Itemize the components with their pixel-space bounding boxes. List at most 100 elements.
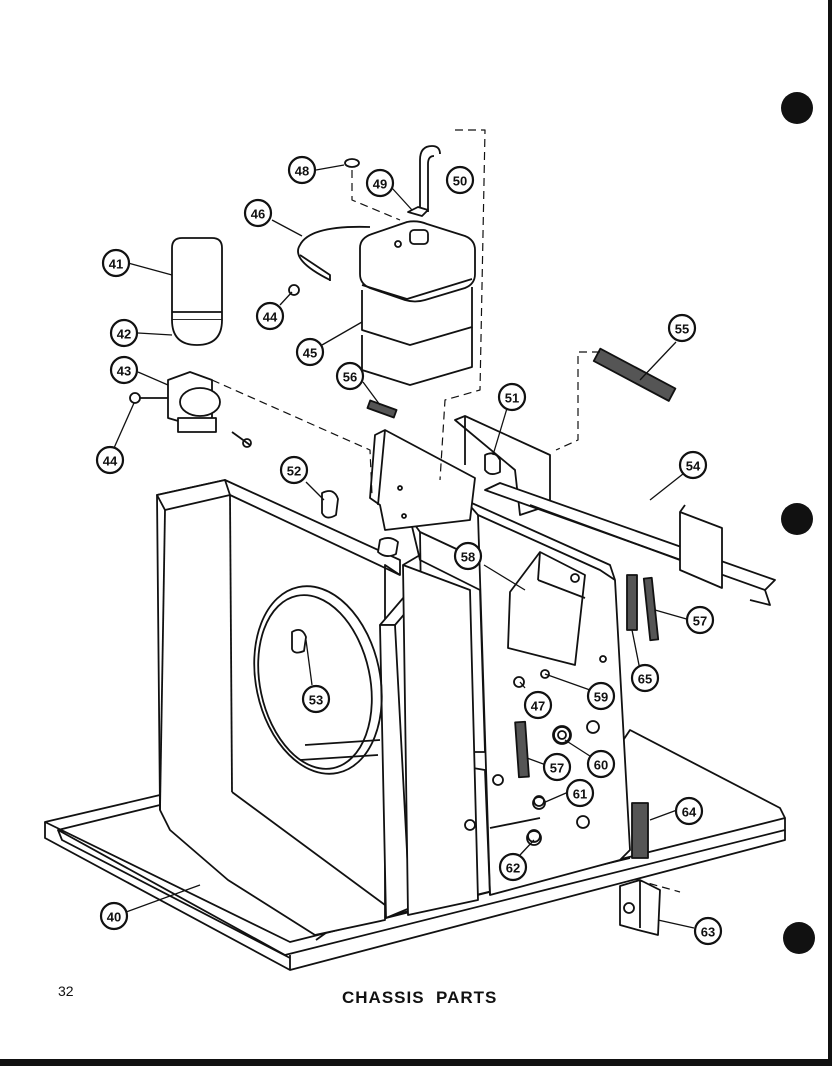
callout-58-bubble	[453, 541, 483, 571]
callout-41-label: 41	[109, 257, 123, 272]
filter-56	[366, 399, 398, 419]
nut-61	[532, 796, 546, 810]
rear-rail	[454, 415, 776, 606]
callout-48-label: 48	[295, 164, 309, 179]
filter-64	[631, 802, 649, 859]
callout-48: 48	[287, 155, 317, 185]
callout-56-label: 56	[343, 370, 357, 385]
callout-50: 50	[445, 165, 475, 195]
callout-48-bubble	[287, 155, 317, 185]
nut-60	[552, 725, 572, 745]
callout-46: 46	[243, 198, 273, 228]
callout-43: 43	[109, 355, 139, 385]
callout-41: 41	[101, 248, 131, 278]
callout-53: 53	[301, 684, 331, 714]
callout-52-label: 52	[287, 464, 301, 479]
vent-tube	[419, 145, 441, 212]
screw-upper	[288, 284, 300, 296]
upper-partition	[369, 429, 476, 557]
callout-44-lower-bubble	[95, 445, 125, 475]
grommet-52	[321, 490, 339, 519]
callout-40-label: 40	[107, 910, 121, 925]
callout-64: 64	[674, 796, 704, 826]
callout-46-bubble	[243, 198, 273, 228]
callout-44-upper-bubble	[255, 301, 285, 331]
callout-64-bubble	[674, 796, 704, 826]
callout-49: 49	[365, 168, 395, 198]
callout-57-center-bubble	[542, 752, 572, 782]
callout-44-lower: 44	[95, 445, 125, 475]
callout-44-upper: 44	[255, 301, 285, 331]
bottle-cap	[344, 158, 360, 168]
filter-57-right	[642, 576, 660, 642]
callout-62-label: 62	[506, 861, 520, 876]
callout-52-bubble	[279, 455, 309, 485]
callout-42-label: 42	[117, 327, 131, 342]
callout-44-lower-label: 44	[103, 454, 118, 469]
callout-45-bubble	[295, 337, 325, 367]
callout-57-center: 57	[542, 752, 572, 782]
callout-55: 55	[667, 313, 697, 343]
callout-45-label: 45	[303, 346, 317, 361]
callout-63-label: 63	[701, 925, 715, 940]
callout-57-right-bubble	[685, 605, 715, 635]
binder-hole-bottom	[783, 922, 815, 954]
callout-57-right-label: 57	[693, 614, 707, 629]
nut-62	[526, 830, 542, 846]
callout-50-bubble	[445, 165, 475, 195]
binder-hole-top	[781, 92, 813, 124]
callout-47: 47	[523, 690, 553, 720]
callout-63-bubble	[693, 916, 723, 946]
callout-47-label: 47	[531, 699, 545, 714]
callout-65-bubble	[630, 663, 660, 693]
callout-60-label: 60	[594, 758, 608, 773]
pump-bracket	[129, 371, 252, 448]
page-border-right	[828, 0, 832, 1066]
callout-49-bubble	[365, 168, 395, 198]
callout-45: 45	[295, 337, 325, 367]
callout-62-bubble	[498, 852, 528, 882]
binder-hole-middle	[781, 503, 813, 535]
pump-cover	[171, 237, 223, 346]
grommet-53	[291, 628, 307, 654]
callout-51: 51	[497, 382, 527, 412]
callout-54-label: 54	[686, 459, 701, 474]
washer-59	[540, 669, 550, 679]
callout-46-label: 46	[251, 207, 265, 222]
filter-65	[626, 574, 638, 631]
callout-54: 54	[678, 450, 708, 480]
callout-61-label: 61	[573, 787, 587, 802]
callout-59-label: 59	[594, 690, 608, 705]
callout-40-bubble	[99, 901, 129, 931]
callout-65-label: 65	[638, 672, 652, 687]
callout-58: 58	[453, 541, 483, 571]
callout-60-bubble	[586, 749, 616, 779]
callout-57-right: 57	[685, 605, 715, 635]
callout-40: 40	[99, 901, 129, 931]
callout-51-bubble	[497, 382, 527, 412]
callout-42: 42	[109, 318, 139, 348]
callout-52: 52	[279, 455, 309, 485]
callout-57-center-label: 57	[550, 761, 564, 776]
filter-57-center	[514, 720, 530, 779]
callout-55-label: 55	[675, 322, 689, 337]
fan-shroud-panel	[156, 479, 426, 936]
mounting-block	[619, 879, 661, 936]
callout-56: 56	[335, 361, 365, 391]
callout-43-label: 43	[117, 364, 131, 379]
callout-59-bubble	[586, 681, 616, 711]
tube-clamp	[407, 206, 429, 217]
filter-55	[592, 347, 677, 402]
callout-54-bubble	[678, 450, 708, 480]
callout-49-label: 49	[373, 177, 387, 192]
callout-60: 60	[586, 749, 616, 779]
callout-65: 65	[630, 663, 660, 693]
bottle-strap	[297, 225, 371, 281]
callout-58-label: 58	[461, 550, 475, 565]
callout-56-bubble	[335, 361, 365, 391]
callout-61-bubble	[565, 778, 595, 808]
water-bottle	[359, 220, 476, 386]
callout-53-bubble	[301, 684, 331, 714]
